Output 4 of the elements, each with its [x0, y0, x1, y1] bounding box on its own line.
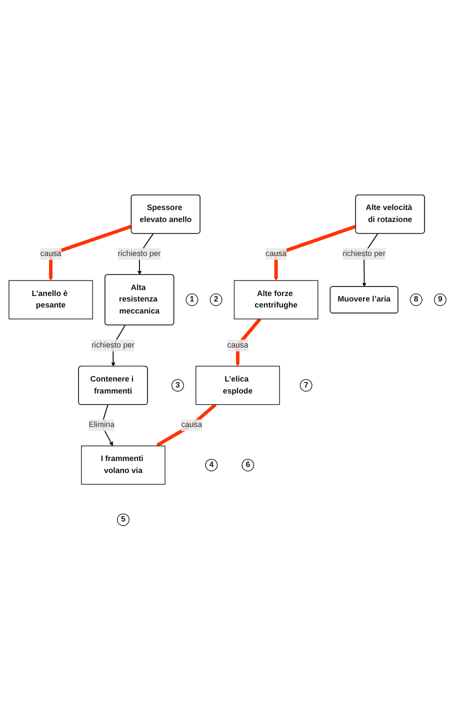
arrow [156, 402, 217, 446]
arrow [274, 224, 356, 280]
arrow [236, 318, 262, 366]
arrow [48, 224, 132, 280]
